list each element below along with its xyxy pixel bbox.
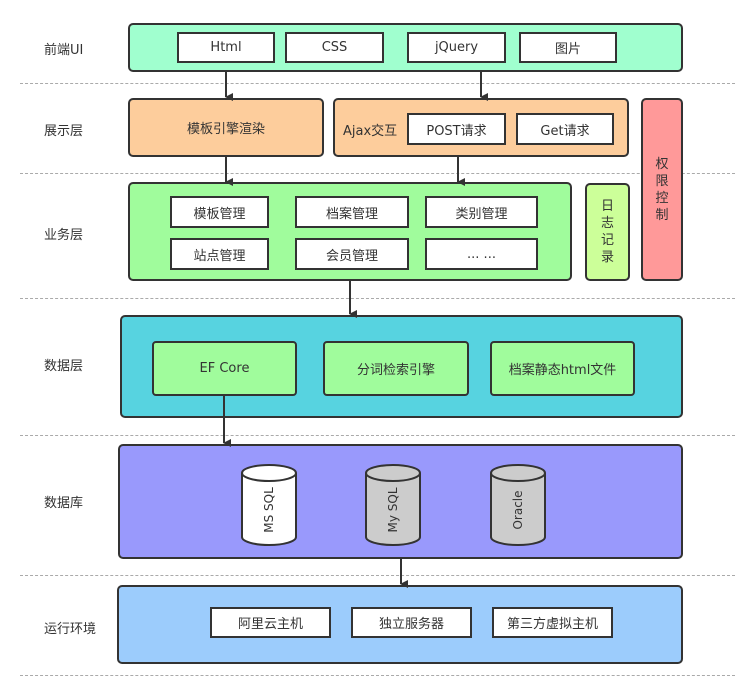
business-item: 类别管理 (425, 196, 538, 228)
permission-char: 控 (655, 190, 669, 206)
separator (20, 173, 735, 174)
data-item-ef-core: EF Core (152, 341, 297, 396)
data-item-static-html: 档案静态html文件 (490, 341, 635, 396)
layer-label-data: 数据层 (44, 359, 84, 374)
cylinder-mysql (365, 464, 421, 546)
business-item: 会员管理 (295, 238, 409, 270)
layer-label-database: 数据库 (44, 496, 84, 511)
layer-label-frontend: 前端UI (44, 43, 84, 58)
runtime-item-vps: 第三方虚拟主机 (492, 607, 613, 638)
logging-char: 志 (600, 216, 614, 231)
logging-char: 录 (600, 250, 614, 265)
runtime-item-dedicated-server: 独立服务器 (351, 607, 472, 638)
frontend-item-images: 图片 (519, 32, 617, 63)
business-item: 站点管理 (170, 238, 269, 270)
ajax-label: Ajax交互 (343, 124, 398, 139)
runtime-item-aliyun: 阿里云主机 (210, 607, 331, 638)
permission-char: 限 (655, 173, 669, 189)
permission-control-box: 权 限 控 制 (641, 98, 683, 281)
frontend-item-html: Html (177, 32, 275, 63)
layer-label-business: 业务层 (44, 228, 84, 243)
frontend-item-css: CSS (285, 32, 384, 63)
frontend-item-jquery: jQuery (407, 32, 506, 63)
business-item: 档案管理 (295, 196, 409, 228)
cylinder-mssql (241, 464, 297, 546)
layer-label-presentation: 展示层 (44, 124, 84, 139)
separator (20, 435, 735, 436)
ajax-get-request: Get请求 (516, 113, 614, 145)
business-item-more: ... ... (425, 238, 538, 270)
layer-label-runtime: 运行环境 (44, 622, 97, 637)
permission-char: 权 (655, 156, 669, 172)
data-item-search-engine: 分词检索引擎 (323, 341, 469, 396)
logging-char: 日 (600, 199, 614, 214)
separator (20, 575, 735, 576)
logging-char: 记 (600, 233, 614, 248)
logging-box: 日 志 记 录 (585, 183, 630, 281)
ajax-post-request: POST请求 (407, 113, 506, 145)
template-engine-box: 模板引擎渲染 (128, 98, 324, 157)
separator (20, 298, 735, 299)
template-engine-label: 模板引擎渲染 (186, 122, 265, 137)
separator (20, 83, 735, 84)
permission-char: 制 (655, 207, 669, 223)
separator (20, 675, 735, 676)
cylinder-oracle (490, 464, 546, 546)
business-item: 模板管理 (170, 196, 269, 228)
